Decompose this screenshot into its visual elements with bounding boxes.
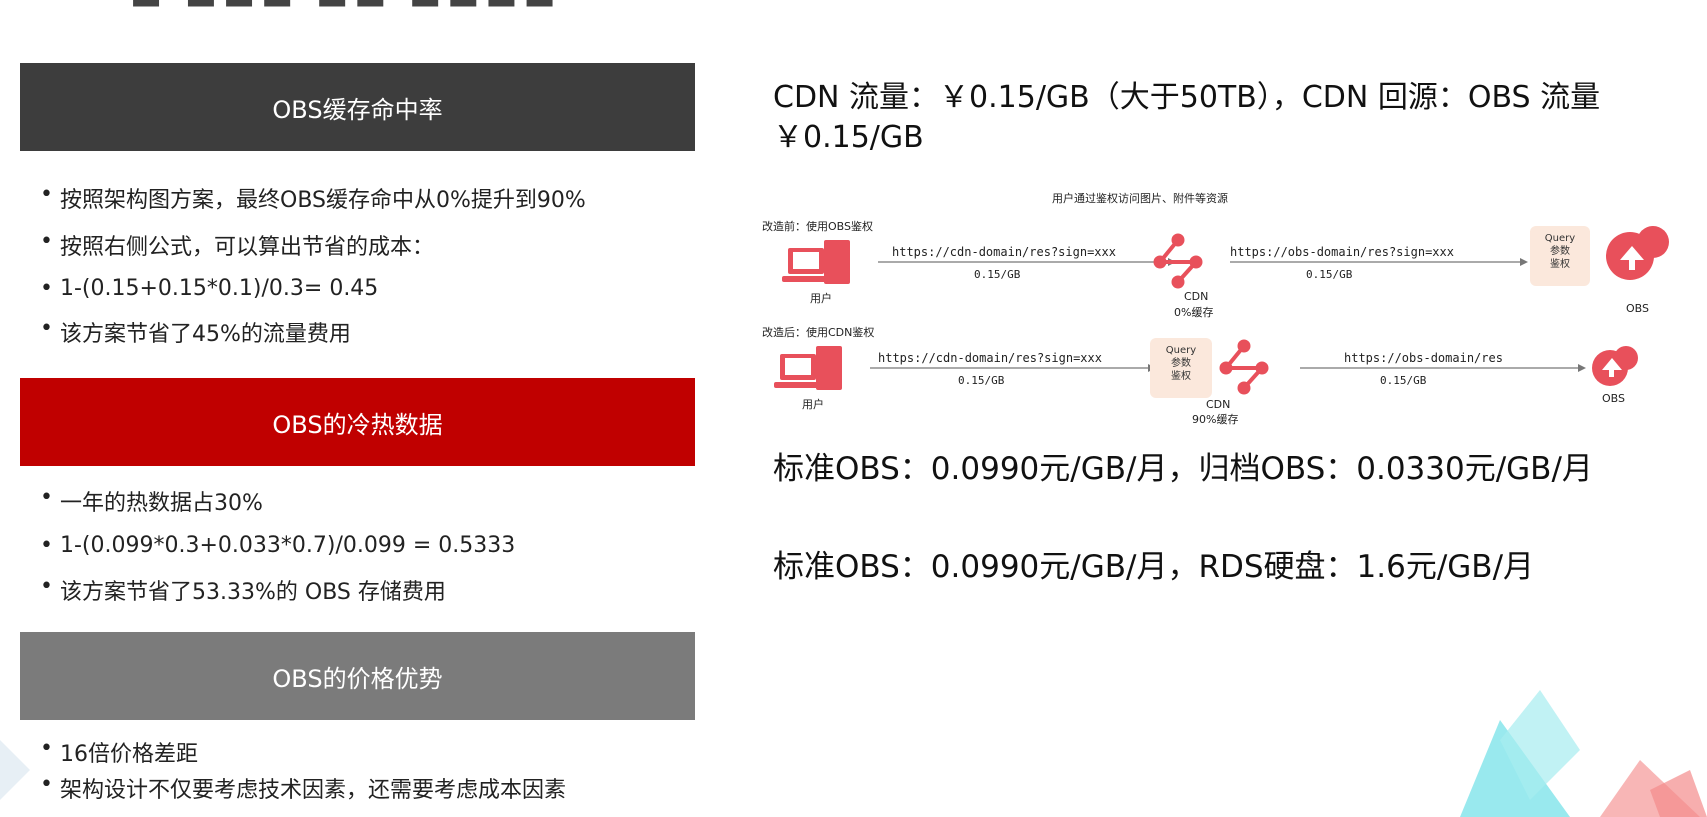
before-auth-box <box>1530 226 1590 286</box>
after-price-1: 0.15/GB <box>958 374 1005 387</box>
section-header-hot-cold: OBS的冷热数据 <box>20 378 695 466</box>
section-title: OBS的冷热数据 <box>272 410 443 439</box>
auth-diagram: 用户通过鉴权访问图片、附件等资源 改造前：使用OBS鉴权 https://cdn… <box>760 180 1700 426</box>
cdn-price-line: CDN 流量：￥0.15/GB（大于50TB），CDN 回源：OBS 流量 <box>773 80 1601 115</box>
bullet-item: 1-(0.099*0.3+0.033*0.7)/0.099 = 0.5333 <box>40 533 515 558</box>
before-price-2: 0.15/GB <box>1306 268 1353 281</box>
after-auth-text: Query 参数 鉴权 <box>1156 344 1206 383</box>
slide-title-truncated: ▬ ▬▬▬ ▬▬ ▬▬▬▬ <box>130 0 690 8</box>
obs-pricing-line: 标准OBS：0.0990元/GB/月，归档OBS：0.0330元/GB/月 <box>773 451 1593 487</box>
auth-text: 鉴权 <box>1171 371 1191 382</box>
query-text: Query <box>1165 345 1197 356</box>
before-label: 改造前：使用OBS鉴权 <box>762 220 873 233</box>
after-price-2: 0.15/GB <box>1380 374 1427 387</box>
before-url-1: https://cdn-domain/res?sign=xxx <box>892 245 1116 259</box>
after-cdn-label: CDN <box>1206 398 1231 411</box>
after-label: 改造后：使用CDN鉴权 <box>762 326 875 339</box>
cdn-price-line-2: ￥0.15/GB <box>773 120 924 155</box>
section-title: OBS的价格优势 <box>272 664 443 693</box>
obs-cloud-icon <box>1606 226 1669 280</box>
diagram-graphics <box>774 226 1669 395</box>
after-url-1: https://cdn-domain/res?sign=xxx <box>878 351 1102 365</box>
bullet-item: 架构设计不仅要考虑技术因素，还需要考虑成本因素 <box>40 772 566 804</box>
after-cache-label: 90%缓存 <box>1192 413 1239 426</box>
before-price-1: 0.15/GB <box>974 268 1021 281</box>
cdn-node-icon <box>1153 233 1203 289</box>
param-text: 参数 <box>1550 246 1570 257</box>
decorative-shapes <box>1460 690 1707 817</box>
query-text: Query <box>1544 233 1576 244</box>
before-cache-label: 0%缓存 <box>1174 306 1214 319</box>
param-text: 参数 <box>1171 358 1191 369</box>
bullet-list-cache-hit: 按照架构图方案，最终OBS缓存命中从0%提升到90% 按照右侧公式，可以算出节省… <box>40 182 586 348</box>
rds-pricing-line: 标准OBS：0.0990元/GB/月，RDS硬盘：1.6元/GB/月 <box>773 549 1535 585</box>
diagram-title: 用户通过鉴权访问图片、附件等资源 <box>1052 192 1228 205</box>
bullet-item: 1-(0.15+0.15*0.1)/0.3= 0.45 <box>40 276 586 301</box>
before-obs-label: OBS <box>1626 302 1649 315</box>
decorative-shape-left <box>0 740 30 800</box>
bullet-item: 按照右侧公式，可以算出节省的成本： <box>40 229 586 261</box>
after-user-label: 用户 <box>802 398 824 411</box>
before-url-2: https://obs-domain/res?sign=xxx <box>1230 245 1454 259</box>
bullet-item: 该方案节省了45%的流量费用 <box>40 316 586 348</box>
before-cdn-label: CDN <box>1184 290 1209 303</box>
after-obs-label: OBS <box>1602 392 1625 405</box>
obs-cloud-icon-2 <box>1592 346 1638 386</box>
cdn-node-icon-2 <box>1219 339 1269 395</box>
bullet-item: 一年的热数据占30% <box>40 485 515 517</box>
before-user-label: 用户 <box>810 292 832 305</box>
auth-text: 鉴权 <box>1550 259 1570 270</box>
user-computer-icon <box>782 240 850 284</box>
after-auth-box <box>1150 338 1212 398</box>
user-computer-icon-2 <box>774 346 842 390</box>
section-title: OBS缓存命中率 <box>272 95 443 124</box>
bullet-item: 按照架构图方案，最终OBS缓存命中从0%提升到90% <box>40 182 586 214</box>
bullet-list-hot-cold: 一年的热数据占30% 1-(0.099*0.3+0.033*0.7)/0.099… <box>40 485 515 606</box>
bullet-item: 16倍价格差距 <box>40 736 566 768</box>
before-auth-text: Query 参数 鉴权 <box>1535 232 1585 271</box>
section-header-cache-hit: OBS缓存命中率 <box>20 63 695 151</box>
bullet-list-price-advantage: 16倍价格差距 架构设计不仅要考虑技术因素，还需要考虑成本因素 <box>40 736 566 804</box>
bullet-item: 该方案节省了53.33%的 OBS 存储费用 <box>40 574 515 606</box>
after-url-2: https://obs-domain/res <box>1344 351 1503 365</box>
section-header-price-advantage: OBS的价格优势 <box>20 632 695 720</box>
